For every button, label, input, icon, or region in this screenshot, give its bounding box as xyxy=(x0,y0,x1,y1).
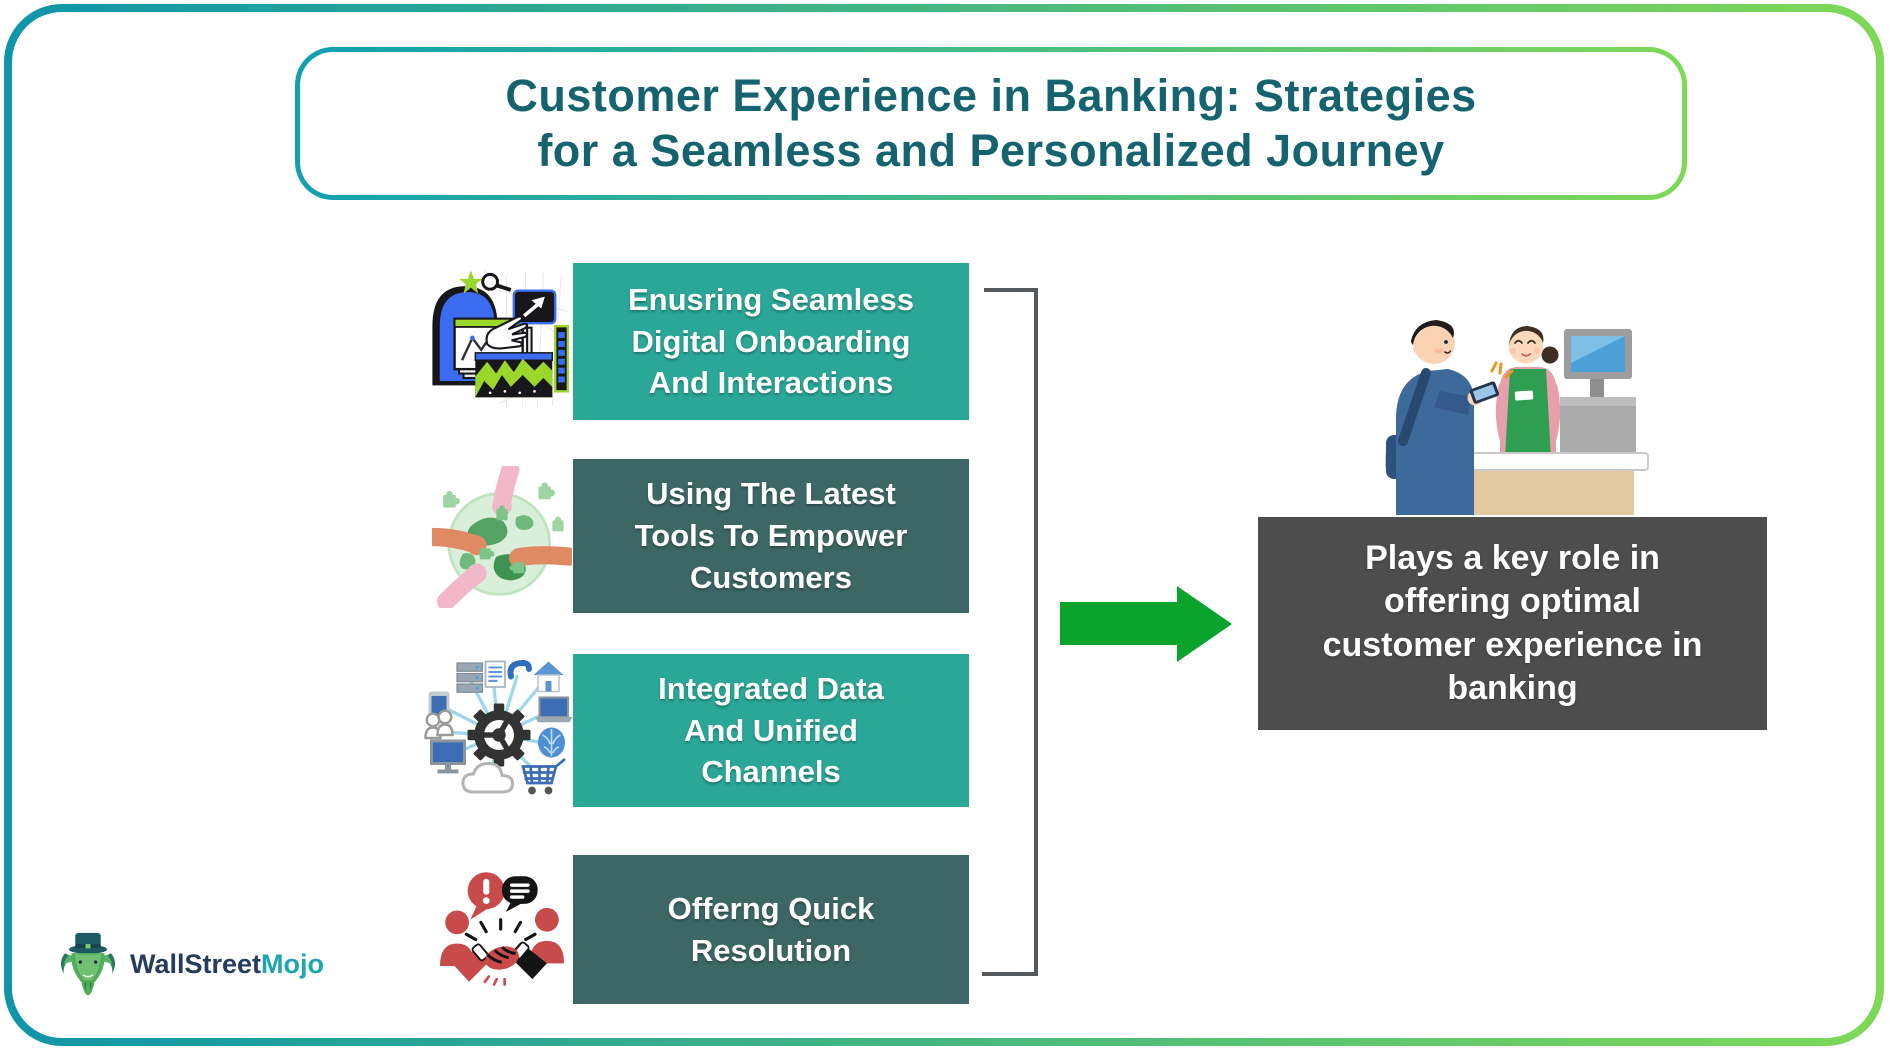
page-title-line-1: Customer Experience in Banking: Strategi… xyxy=(505,69,1477,121)
brand-name-primary: WallStreet xyxy=(130,948,262,979)
people-chat-handshake-icon xyxy=(439,872,565,986)
arrow-right-icon xyxy=(1060,586,1232,662)
strategy-1-line-1: Enusring Seamless xyxy=(627,281,914,317)
brand-name-secondary: Mojo xyxy=(261,948,325,979)
strategy-box-3: Integrated Data And Unified Channels xyxy=(573,654,969,807)
strategy-2-line-1: Using The Latest xyxy=(646,476,896,512)
outcome-line-4: banking xyxy=(1447,668,1578,707)
wallstreetmojo-bull-icon xyxy=(60,932,116,996)
bracket-connector xyxy=(982,288,1038,976)
outcome-line-3: customer experience in xyxy=(1322,625,1703,664)
outcome-box: Plays a key role in offering optimal cus… xyxy=(1258,517,1767,730)
cash-register xyxy=(1560,329,1636,453)
phone-sparkle-lines xyxy=(1490,361,1514,379)
brand-logo-text: WallStreetMojo xyxy=(130,949,324,980)
strategy-box-4: Offerng Quick Resolution xyxy=(573,855,969,1004)
customer-teller-illustration xyxy=(1385,320,1649,515)
connected-devices-gear-icon xyxy=(424,659,573,795)
strategy-2-line-3: Customers xyxy=(690,559,852,595)
customer-figure xyxy=(1386,320,1514,515)
title-box: Customer Experience in Banking: Strategi… xyxy=(295,47,1687,200)
outcome-line-1: Plays a key role in xyxy=(1365,539,1660,578)
strategy-1-line-3: And Interactions xyxy=(648,365,894,401)
strategy-4-line-2: Resolution xyxy=(690,932,852,968)
strategy-box-2: Using The Latest Tools To Empower Custom… xyxy=(573,459,969,613)
page-title-line-2: for a Seamless and Personalized Journey xyxy=(537,124,1445,176)
teller-figure xyxy=(1495,326,1561,469)
strategy-4-line-1: Offerng Quick xyxy=(667,890,875,926)
strategy-2-line-2: Tools To Empower xyxy=(634,518,908,554)
outcome-line-2: offering optimal xyxy=(1384,582,1641,621)
strategy-3-line-3: Channels xyxy=(701,754,841,790)
brand-logo: WallStreetMojo xyxy=(56,924,324,1004)
strategy-1-line-2: Digital Onboarding xyxy=(631,323,911,359)
digital-onboarding-icon xyxy=(432,269,570,408)
strategy-3-line-2: And Unified xyxy=(684,712,858,748)
globe-puzzle-hands-icon xyxy=(432,466,572,608)
strategy-3-line-1: Integrated Data xyxy=(658,670,884,706)
strategy-box-1: Enusring Seamless Digital Onboarding And… xyxy=(573,263,969,420)
